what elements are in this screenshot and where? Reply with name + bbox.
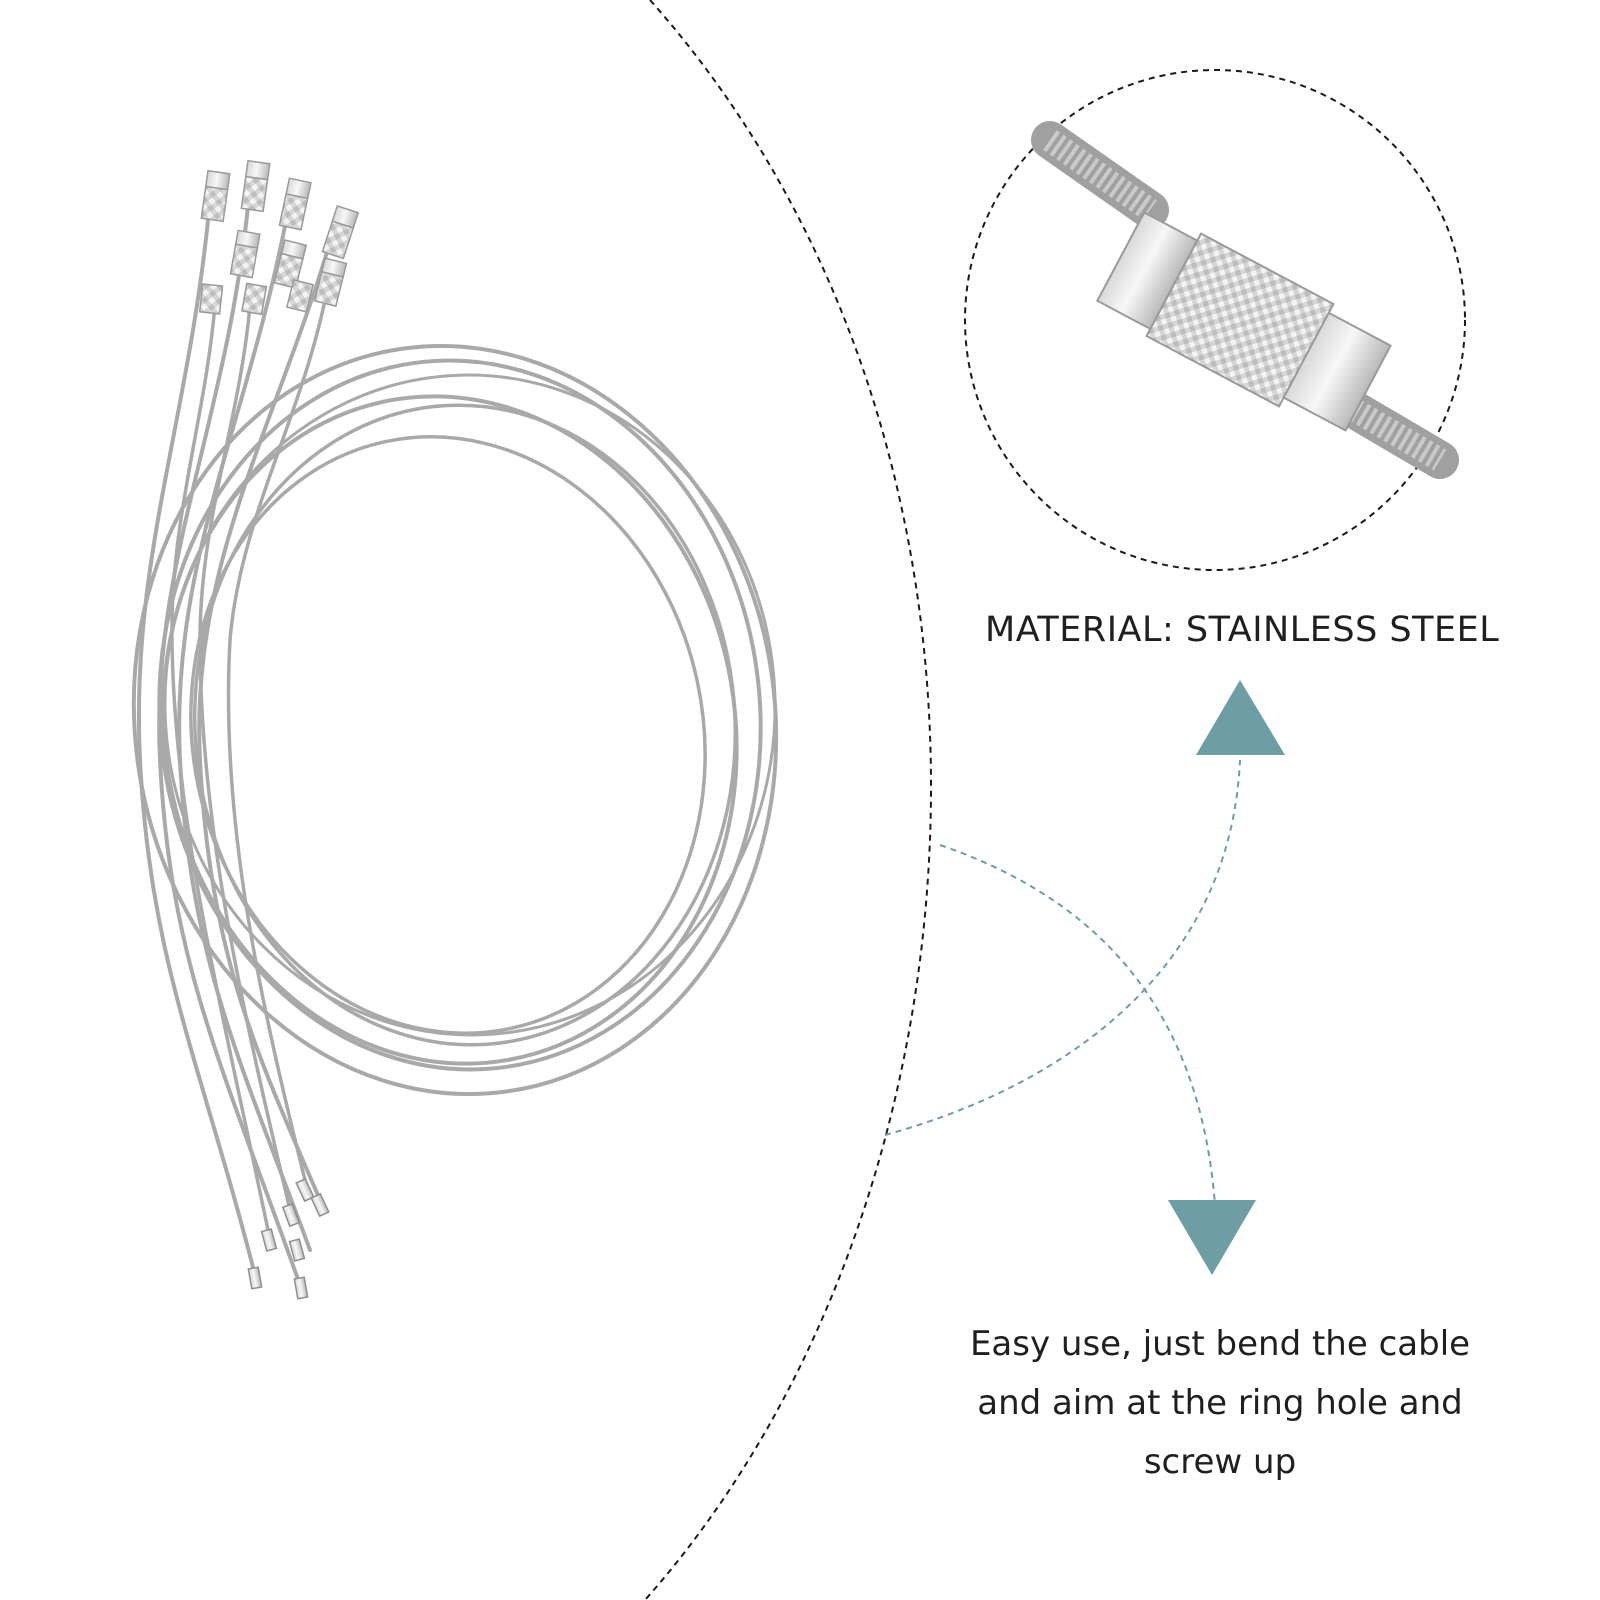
dashed-divider-arc	[644, 0, 932, 1600]
detail-circle	[964, 69, 1466, 571]
detail-screw-lock	[1031, 121, 1459, 479]
product-cables	[131, 183, 779, 1287]
usage-caption: Easy use, just bend the cable and aim at…	[969, 1324, 1471, 1482]
arrow-path-down	[939, 844, 1216, 1206]
product-caps	[198, 159, 360, 316]
arrow-path-up	[884, 759, 1241, 1136]
triangle-up-icon	[1196, 680, 1285, 755]
triangle-down-icon	[1168, 1200, 1256, 1275]
material-caption: MATERIAL: STAINLESS STEEL	[985, 610, 1500, 650]
product-threaded-ends	[247, 1177, 330, 1300]
